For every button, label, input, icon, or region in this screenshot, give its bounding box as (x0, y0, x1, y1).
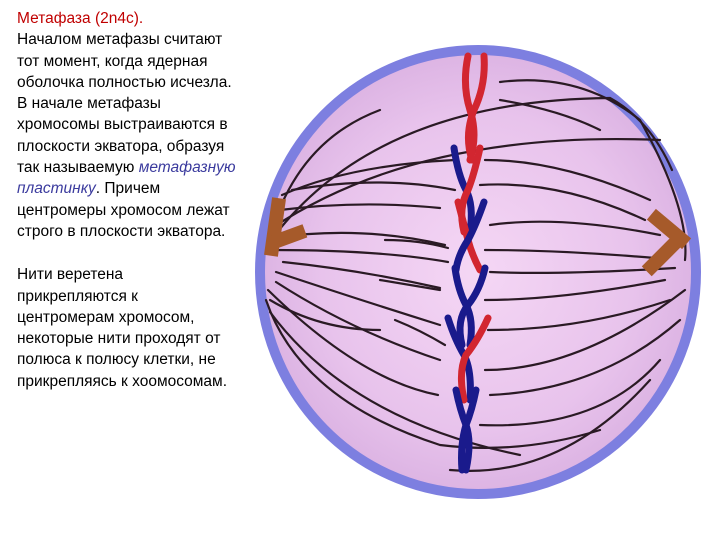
left-centriole (264, 197, 308, 257)
chromosome-3 (452, 198, 488, 274)
description-text: Метафаза (2n4c). Началом метафазы считаю… (17, 8, 237, 414)
metaphase-plate-term: метафазную пластинку (17, 159, 236, 198)
centriole-icon (641, 208, 692, 277)
centriole-icon (264, 197, 308, 257)
chromosome-4 (451, 264, 489, 349)
phase-title: Метафаза (2n4c). (17, 10, 144, 27)
chromosome-5 (444, 314, 492, 404)
chromosome-6 (452, 386, 480, 474)
chromosome-1 (461, 52, 488, 164)
right-centriole (641, 208, 692, 277)
cell-diagram (255, 45, 701, 499)
paragraph-2: Нити веретена прикрепляются к центромера… (17, 266, 228, 390)
paragraph-1: Метафаза (2n4c). Началом метафазы считаю… (17, 8, 237, 242)
paragraph-1-start: Началом метафазы считают тот момент, ког… (17, 31, 232, 177)
paragraph-1-end: . Причем центромеры хромосом лежат строг… (17, 180, 230, 240)
